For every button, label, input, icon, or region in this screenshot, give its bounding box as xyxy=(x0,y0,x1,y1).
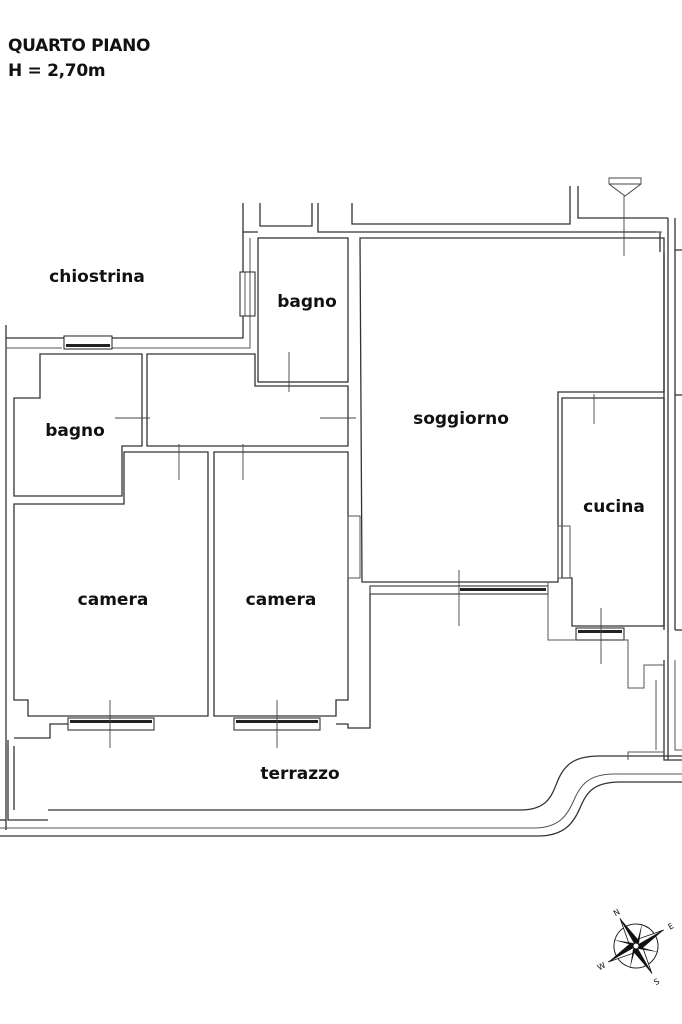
label-terrazzo: terrazzo xyxy=(260,764,339,784)
compass-east-label: E xyxy=(666,921,675,931)
compass-north-label: N xyxy=(612,907,622,918)
corridor xyxy=(146,353,356,480)
ceiling-height: H = 2,70m xyxy=(8,61,106,81)
soggiorno-room xyxy=(359,177,665,626)
label-bagno-left: bagno xyxy=(45,421,105,441)
compass-rose-icon: N E S W xyxy=(596,907,675,987)
label-chiostrina: chiostrina xyxy=(49,267,145,287)
camera-right-room xyxy=(213,451,361,748)
label-soggiorno: soggiorno xyxy=(413,409,509,429)
bagno-top-window xyxy=(239,271,256,317)
bagno-top-room xyxy=(239,237,349,392)
camera-left-room xyxy=(13,444,209,748)
bagno-left-room xyxy=(13,335,150,497)
cucina-room xyxy=(547,394,665,689)
label-camera-right: camera xyxy=(246,590,317,610)
label-camera-left: camera xyxy=(78,590,149,610)
floor-title: QUARTO PIANO xyxy=(8,36,151,56)
compass-south-label: S xyxy=(652,977,661,987)
terrazzo-area xyxy=(0,594,682,837)
label-cucina: cucina xyxy=(583,497,645,517)
camera-left-window xyxy=(67,717,155,731)
cucina-window xyxy=(575,627,625,641)
bagno-left-window xyxy=(63,335,113,350)
label-bagno-top: bagno xyxy=(277,292,337,312)
compass-west-label: W xyxy=(596,961,607,973)
